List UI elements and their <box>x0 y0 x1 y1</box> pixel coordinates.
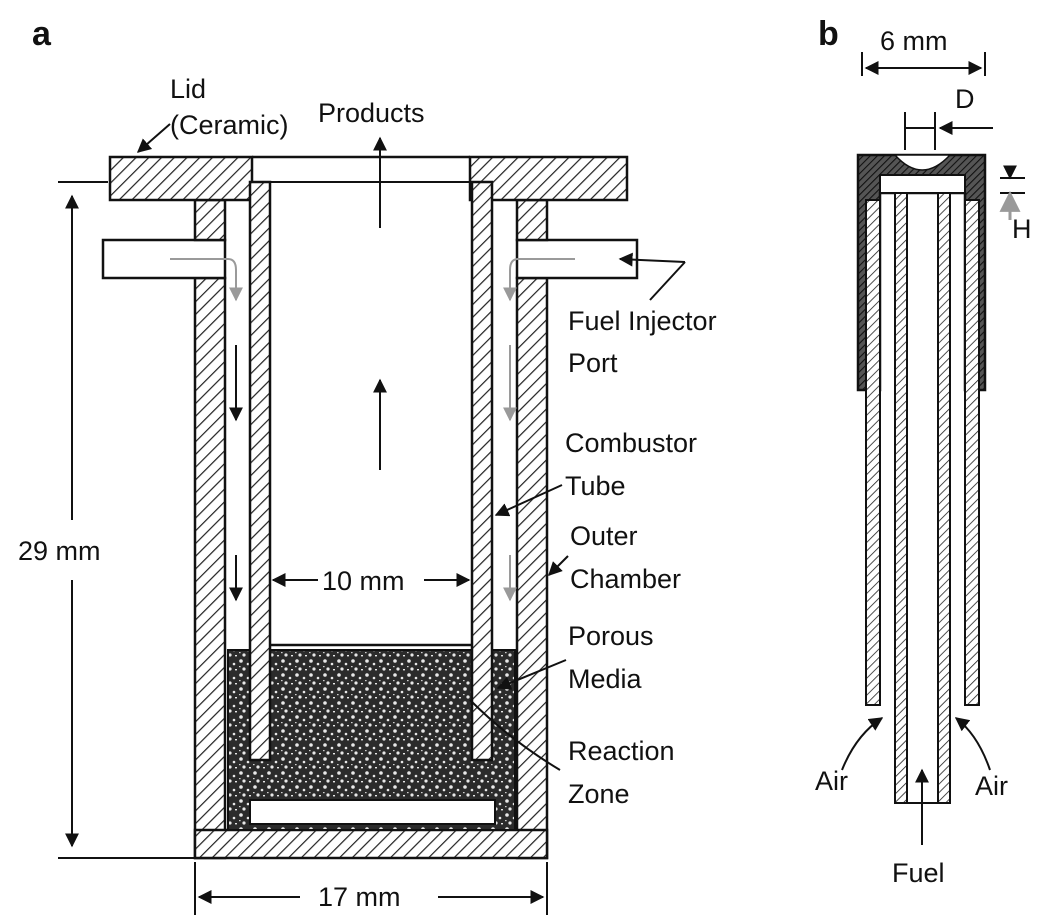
porous-media <box>227 649 516 831</box>
width-dimension-label: 6 mm <box>880 26 948 56</box>
lid-label: Lid <box>170 74 206 104</box>
panel-a: a <box>18 15 717 915</box>
fuel-label: Fuel <box>892 858 945 888</box>
fuel-injector-ports <box>101 198 639 280</box>
panel-b: b 6 mm D H <box>815 15 1032 888</box>
inner-dimension-label: 10 mm <box>322 566 405 596</box>
air-tube <box>865 199 980 706</box>
lid-material-label: (Ceramic) <box>170 110 289 140</box>
outer-label: Outer <box>570 521 638 551</box>
panel-b-letter: b <box>818 15 839 53</box>
panel-a-letter: a <box>32 15 52 53</box>
outer-dimension-label: 17 mm <box>318 882 401 912</box>
air-right-label: Air <box>975 771 1008 801</box>
outer-chamber-label: Chamber <box>570 564 681 594</box>
h-dimension: H <box>999 165 1032 244</box>
fuel-injector-port-label: Port <box>568 348 618 378</box>
reaction-zone-label: Zone <box>568 779 630 809</box>
flow-arrows <box>170 136 575 602</box>
combustor-label: Combustor <box>565 428 697 458</box>
fuel-tube <box>894 192 951 804</box>
d-dimension: D <box>904 84 993 150</box>
ceramic-lid <box>108 155 629 202</box>
combustor-tube <box>248 180 494 762</box>
h-label: H <box>1012 214 1032 244</box>
height-dimension: 29 mm <box>18 181 195 859</box>
inner-diameter-dimension: 10 mm <box>271 566 471 596</box>
porous-media-label: Media <box>568 664 643 694</box>
reaction-label: Reaction <box>568 736 675 766</box>
d-label: D <box>955 84 975 114</box>
combustor-tube-label: Tube <box>565 471 626 501</box>
width-dimension: 6 mm <box>861 26 986 76</box>
fuel-injector-label: Fuel Injector <box>568 306 717 336</box>
products-label: Products <box>318 98 425 128</box>
porous-label: Porous <box>568 621 654 651</box>
outer-width-dimension: 17 mm <box>194 862 548 915</box>
height-dimension-label: 29 mm <box>18 536 101 566</box>
air-left-label: Air <box>815 766 848 796</box>
